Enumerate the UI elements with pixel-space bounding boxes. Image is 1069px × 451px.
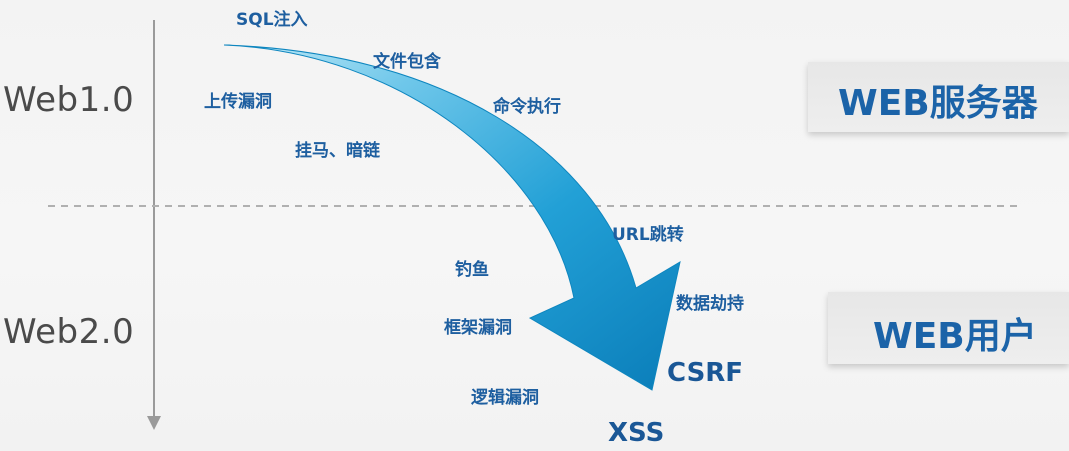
vuln-file-inclusion: 文件包含 [373,52,441,72]
target-label-user: WEB用户 [873,316,1037,357]
era-label-web1: Web1.0 [3,80,135,120]
vuln-sql-injection: SQL注入 [236,10,308,30]
vuln-url-redirect: URL跳转 [612,225,684,245]
time-axis-arrowhead [147,416,161,430]
target-label-server: WEB服务器 [838,83,1038,124]
vuln-phishing: 钓鱼 [455,260,489,280]
vuln-command-exec: 命令执行 [493,97,561,117]
vuln-framework: 框架漏洞 [444,318,512,338]
vuln-data-hijack: 数据劫持 [676,294,744,314]
era-label-web2: Web2.0 [3,312,135,352]
target-box-server [808,62,1069,132]
vuln-xss: XSS [608,418,665,448]
target-box-user [828,292,1069,364]
vuln-logic: 逻辑漏洞 [471,388,539,408]
vuln-upload: 上传漏洞 [204,92,272,112]
trend-arrow [223,44,681,391]
vuln-csrf: CSRF [667,358,744,388]
vuln-trojan-darklink: 挂马、暗链 [295,141,380,161]
